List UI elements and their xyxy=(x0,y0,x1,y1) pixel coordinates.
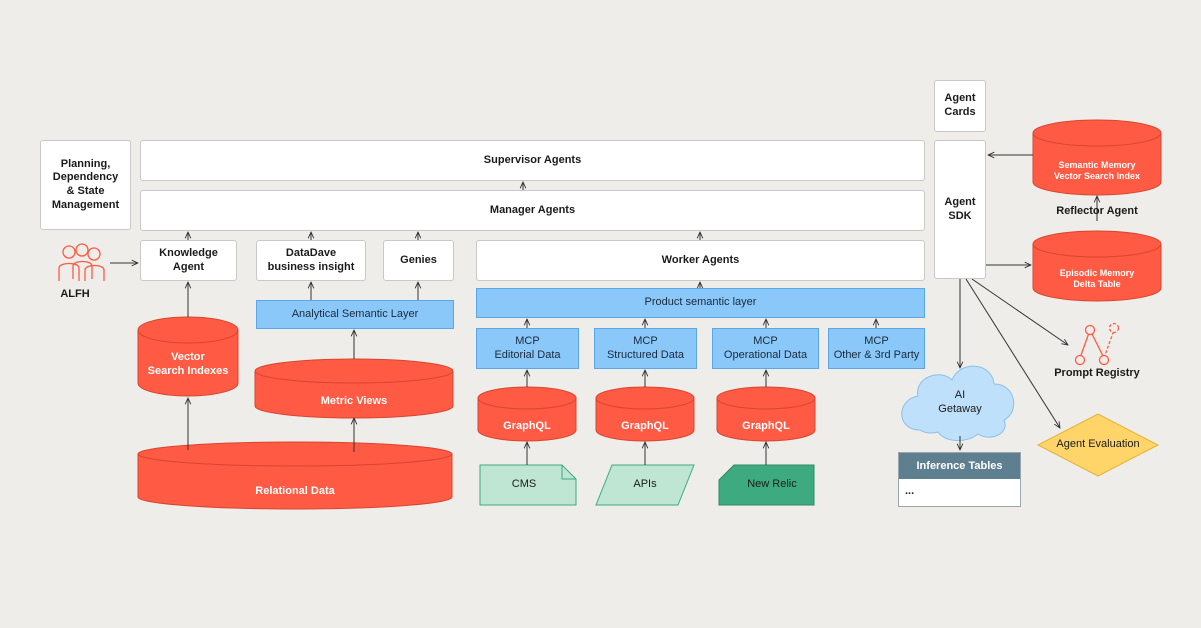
prompt-registry-icon xyxy=(1074,322,1120,366)
product-semantic-layer: Product semantic layer xyxy=(476,288,925,318)
graphql-cylinder-3 xyxy=(716,386,816,442)
graphql-label-3: GraphQL xyxy=(742,420,790,433)
mcp-operational-box: MCP Operational Data xyxy=(712,328,819,369)
graphql-label-2: GraphQL xyxy=(621,420,669,433)
ai-gateway-label: AI Getaway xyxy=(938,389,982,415)
worker-agents-box: Worker Agents xyxy=(476,240,925,281)
episodic-memory-label: Episodic Memory Delta Table xyxy=(1059,267,1135,289)
metric-views-label: Metric Views xyxy=(320,395,388,408)
inference-tables: Inference Tables ... xyxy=(898,452,1021,507)
inference-tables-header: Inference Tables xyxy=(899,453,1020,479)
prompt-registry-label: Prompt Registry xyxy=(1054,367,1140,380)
analytical-semantic-layer: Analytical Semantic Layer xyxy=(256,300,454,329)
genies-box: Genies xyxy=(383,240,454,281)
datadave-box: DataDave business insight xyxy=(256,240,366,281)
semantic-memory-label: Semantic Memory Vector Search Index xyxy=(1053,159,1141,181)
knowledge-agent-box: Knowledge Agent xyxy=(140,240,237,281)
apis-parallelogram-shape xyxy=(595,464,695,506)
manager-agents-box: Manager Agents xyxy=(140,190,925,231)
mcp-editorial-box: MCP Editorial Data xyxy=(476,328,579,369)
vector-search-cylinder xyxy=(137,316,239,397)
new-relic-label: New Relic xyxy=(747,478,797,491)
inference-tables-row: ... xyxy=(905,485,915,497)
apis-label: APIs xyxy=(633,478,657,491)
episodic-memory-cylinder xyxy=(1032,230,1162,302)
agent-evaluation-diamond-shape xyxy=(1036,413,1160,477)
ai-gateway-cloud-shape xyxy=(901,365,1015,441)
cms-label: CMS xyxy=(511,478,537,491)
reflector-agent-label: Reflector Agent xyxy=(1056,205,1138,218)
graphql-cylinder-1 xyxy=(477,386,577,442)
mcp-other-box: MCP Other & 3rd Party xyxy=(828,328,925,369)
graphql-label-1: GraphQL xyxy=(503,420,551,433)
cms-document-shape xyxy=(479,464,577,506)
semantic-memory-cylinder xyxy=(1032,119,1162,196)
agent-evaluation-label: Agent Evaluation xyxy=(1056,438,1140,451)
people-icon xyxy=(58,243,105,281)
mcp-structured-box: MCP Structured Data xyxy=(594,328,697,369)
vector-search-label: Vector Search Indexes xyxy=(147,351,229,377)
new-relic-shape xyxy=(718,464,815,506)
agent-cards-box: Agent Cards xyxy=(934,80,986,132)
relational-data-cylinder xyxy=(137,441,453,510)
supervisor-agents-box: Supervisor Agents xyxy=(140,140,925,181)
relational-data-label: Relational Data xyxy=(255,485,335,498)
graphql-cylinder-2 xyxy=(595,386,695,442)
edges xyxy=(110,155,1097,465)
alfh-label: ALFH xyxy=(60,288,90,301)
agent-sdk-box: Agent SDK xyxy=(934,140,986,279)
planning-box: Planning, Dependency & State Management xyxy=(40,140,131,230)
